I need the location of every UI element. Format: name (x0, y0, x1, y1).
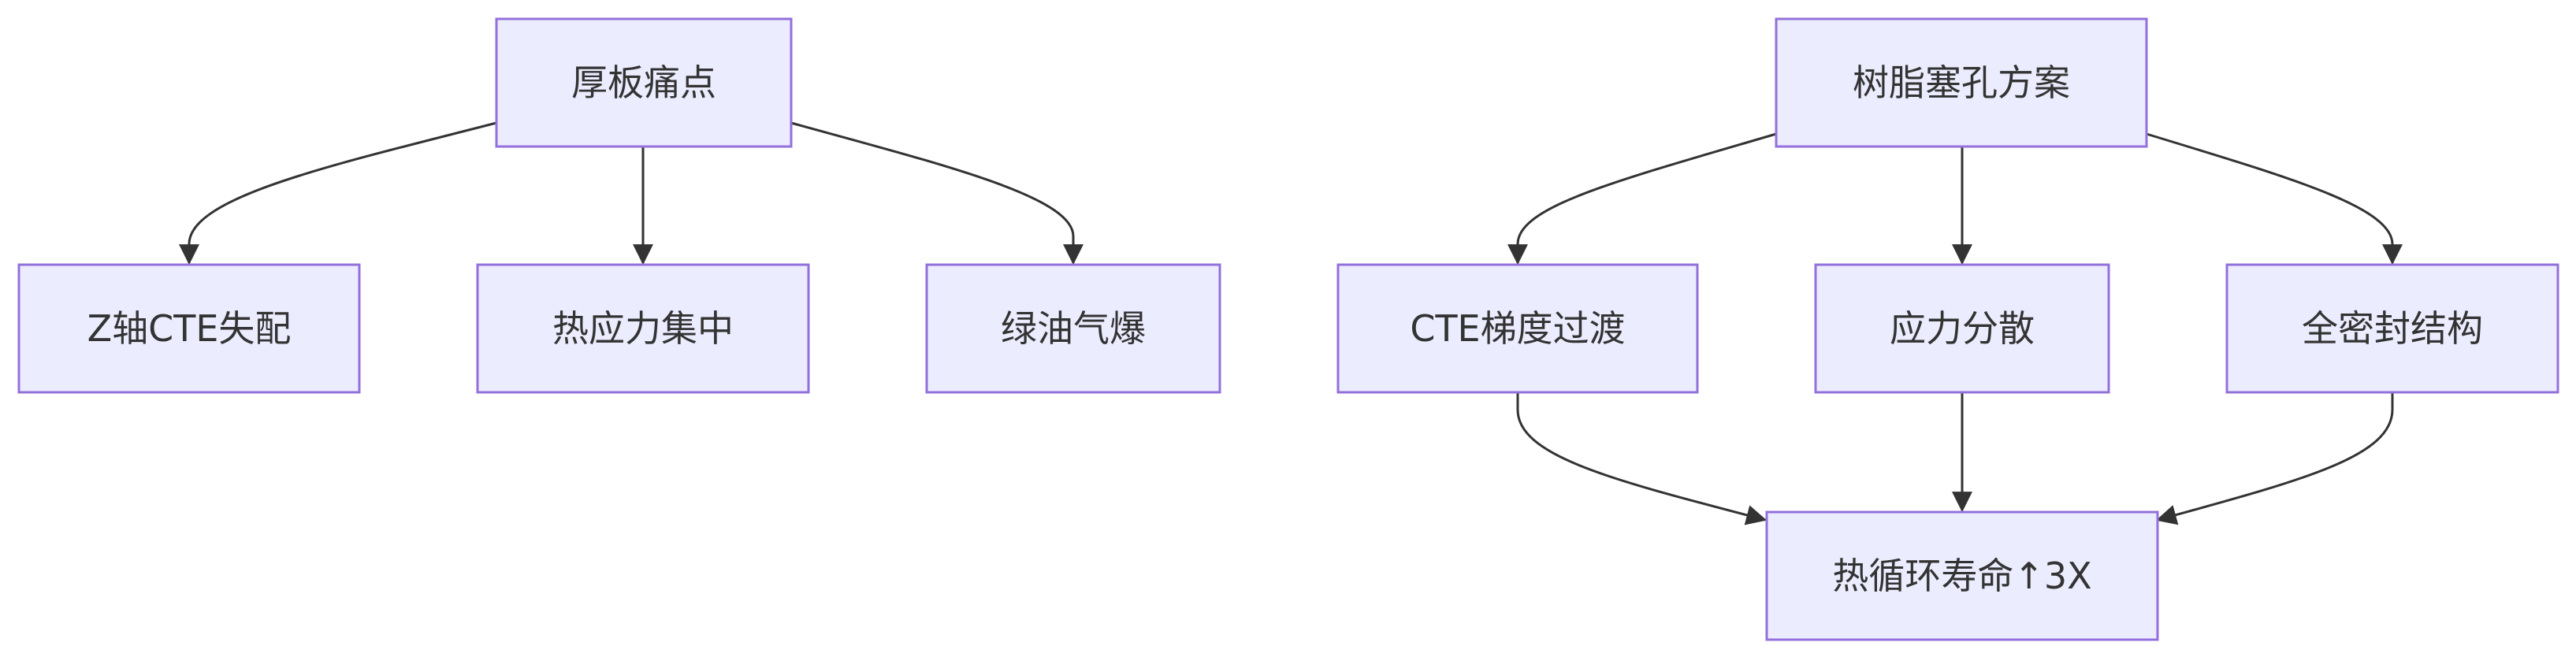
node-label: CTE梯度过渡 (1410, 307, 1625, 350)
edge-sol-root-to-seal (2146, 132, 2403, 265)
node-pain-ink: 绿油气爆 (925, 263, 1221, 394)
node-label: 绿油气爆 (1001, 307, 1146, 350)
node-label: 厚板痛点 (571, 61, 716, 104)
node-label: 全密封结构 (2302, 307, 2483, 350)
edge-seal-to-result (2155, 392, 2394, 525)
node-label: Z轴CTE失配 (87, 307, 292, 350)
edge-pain-root-to-z-cte (179, 121, 497, 265)
node-result: 热循环寿命↑3X (1765, 510, 2159, 641)
node-label: 树脂塞孔方案 (1853, 61, 2070, 104)
node-label: 热应力集中 (552, 307, 734, 350)
node-label: 热循环寿命↑3X (1832, 555, 2091, 597)
node-sol-seal: 全密封结构 (2225, 263, 2559, 394)
edge-sol-root-to-cte (1507, 132, 1777, 265)
edge-cte-to-result (1516, 392, 1768, 525)
node-pain-z-cte: Z轴CTE失配 (17, 263, 361, 394)
node-sol-root: 树脂塞孔方案 (1775, 17, 2148, 148)
node-pain-stress: 热应力集中 (476, 263, 810, 394)
node-pain-root: 厚板痛点 (495, 17, 793, 148)
edge-pain-root-to-ink (790, 121, 1084, 265)
node-sol-cte: CTE梯度过渡 (1336, 263, 1699, 394)
node-sol-stress: 应力分散 (1814, 263, 2110, 394)
edges-left-tree (179, 121, 1084, 265)
node-label: 应力分散 (1890, 307, 2035, 350)
edges-right-tree (1507, 132, 2403, 525)
